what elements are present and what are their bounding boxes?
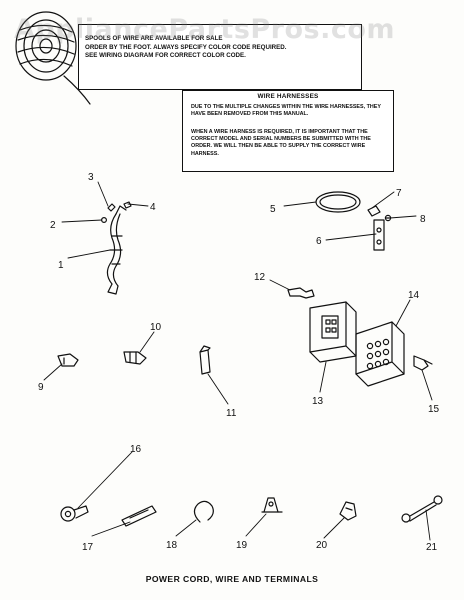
wire-note-line-2: ORDER BY THE FOOT. ALWAYS SPECIFY COLOR …	[85, 43, 287, 51]
callout-3: 3	[88, 172, 94, 183]
part-15-terminal	[413, 355, 433, 371]
leader-lines	[43, 181, 433, 541]
callout-21: 21	[426, 542, 438, 553]
callout-7: 7	[396, 188, 402, 199]
callout-19: 19	[236, 540, 248, 551]
part-18-wire-clip	[193, 500, 214, 523]
part-9-terminal	[57, 353, 79, 367]
wire-note-line-1: SPOOLS OF WIRE ARE AVAILABLE FOR SALE	[85, 35, 223, 42]
callout-9: 9	[38, 382, 44, 393]
part-7-terminal	[367, 205, 381, 217]
part-11-terminal	[199, 345, 211, 375]
part-16-ring-terminal	[60, 505, 89, 522]
callout-6: 6	[316, 236, 322, 247]
callout-18: 18	[166, 540, 178, 551]
callout-8: 8	[420, 214, 426, 225]
callout-14: 14	[408, 290, 420, 301]
callout-20: 20	[316, 540, 328, 551]
part-19-clamp	[261, 497, 283, 513]
callout-15: 15	[428, 404, 440, 415]
part-13-plug-housing	[309, 301, 357, 363]
part-3-terminal	[107, 203, 116, 212]
callout-16: 16	[130, 444, 142, 455]
callout-5: 5	[270, 204, 276, 215]
callout-2: 2	[50, 220, 56, 231]
callout-numbers: 1 2 3 4 5 6 7 8 9 10 11 12 13 14 15 16 1…	[38, 172, 440, 553]
callout-1: 1	[58, 260, 64, 271]
wire-order-note: SPOOLS OF WIRE ARE AVAILABLE FOR SALE OR…	[78, 24, 362, 90]
callout-10: 10	[150, 322, 162, 333]
diagram-caption: POWER CORD, WIRE AND TERMINALS	[145, 574, 319, 584]
part-5-wire-loop	[315, 191, 361, 213]
callout-11: 11	[226, 408, 237, 419]
wire-harness-note-para-1: DUE TO THE MULTIPLE CHANGES WITHIN THE W…	[191, 104, 381, 118]
callout-4: 4	[150, 202, 156, 213]
part-14-receptacle-housing	[355, 321, 405, 387]
callout-12: 12	[254, 272, 266, 283]
callout-13: 13	[312, 396, 324, 407]
callout-17: 17	[82, 542, 94, 553]
part-1-power-cord	[106, 205, 127, 295]
part-12-terminal	[287, 287, 315, 299]
wire-harness-note: WIRE HARNESSES DUE TO THE MULTIPLE CHANG…	[182, 90, 394, 172]
part-4-terminal	[123, 201, 132, 209]
wire-harness-note-para-2: WHEN A WIRE HARNESS IS REQUIRED, IT IS I…	[191, 129, 371, 157]
part-21-jumper-wire	[401, 495, 443, 523]
part-10-terminal	[123, 351, 147, 365]
part-20-connector	[339, 501, 357, 521]
wire-spool	[15, 11, 91, 105]
wire-note-line-3: SEE WIRING DIAGRAM FOR CORRECT COLOR COD…	[85, 52, 246, 60]
wire-harness-note-title: WIRE HARNESSES	[257, 93, 319, 100]
part-6-ground-strap	[373, 219, 385, 251]
